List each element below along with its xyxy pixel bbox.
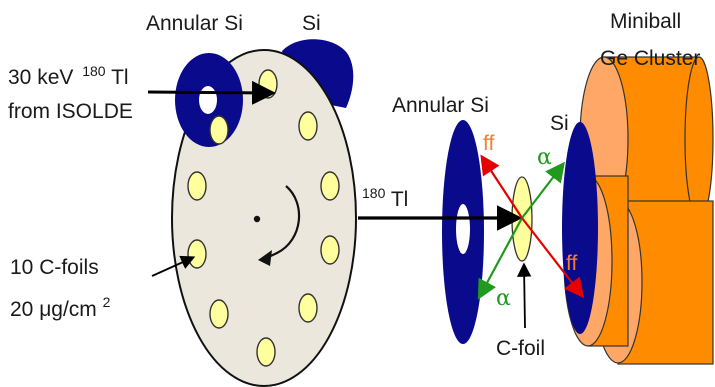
c-foil [320, 235, 340, 265]
c-foil [187, 239, 207, 269]
label-annular-si-left: Annular Si [146, 12, 243, 35]
label-si-left: Si [302, 12, 321, 35]
beam-arrow-left [147, 80, 276, 105]
label-cfoils-thickness: 20 μg/cm 2 [10, 294, 111, 321]
label-miniball-line1: Miniball [610, 10, 681, 33]
c-foil [209, 115, 229, 145]
rotation-arrowhead-icon [258, 250, 272, 266]
c-foil [320, 171, 340, 201]
alpha-arrow-bottom [477, 217, 523, 300]
label-alpha-top: α [537, 145, 552, 170]
label-beam-line1: 30 keV 180 Tl [8, 58, 129, 89]
label-si-right: Si [550, 112, 569, 135]
label-beam-source: from ISOLDE [8, 100, 133, 123]
label-alpha-bottom: α [496, 286, 511, 311]
ff-arrow-top [480, 154, 523, 219]
label-ff-bottom: ff [566, 252, 577, 275]
wheel-center-dot [253, 215, 261, 223]
label-miniball-line2: Ge Cluster [600, 47, 700, 70]
c-foil [298, 111, 318, 141]
si-detector-right [562, 122, 598, 334]
annular-si-left [175, 53, 243, 147]
alpha-arrow-top [521, 161, 566, 219]
c-foil [298, 293, 318, 323]
cfoil-pointer-right [516, 262, 532, 329]
annular-si-right [442, 120, 484, 344]
label-beam-in: 180 Tl [362, 180, 408, 211]
label-annular-si-right: Annular Si [392, 94, 489, 117]
cfoil-pointer-left [151, 255, 196, 277]
ff-arrow-bottom [521, 217, 585, 299]
label-cfoils-count: 10 C-foils [10, 256, 99, 279]
label-ff-top: ff [483, 132, 494, 155]
c-foils-wheel [187, 69, 340, 367]
c-foil [209, 299, 229, 329]
label-cfoil-right: C-foil [496, 337, 545, 360]
c-foil [187, 171, 207, 201]
c-foil [256, 337, 276, 367]
